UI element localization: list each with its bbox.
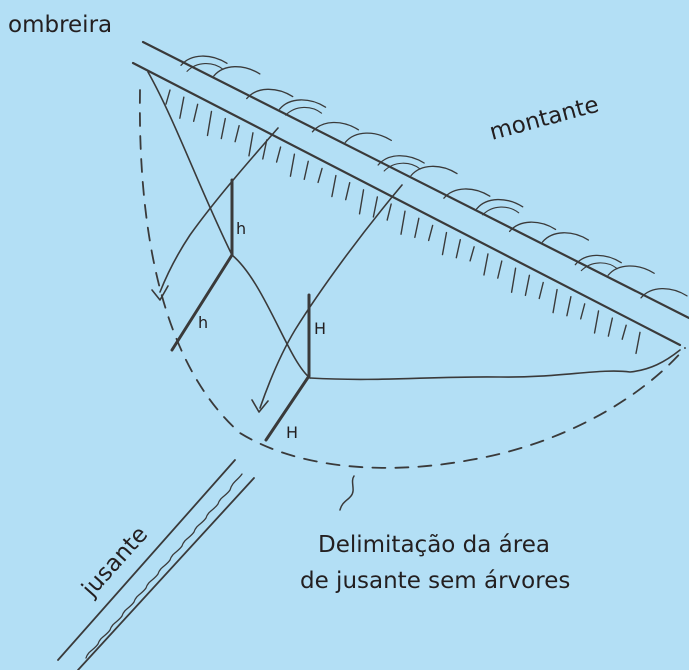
h-diagonal-bar — [170, 253, 234, 352]
wave-mark — [410, 165, 458, 177]
hatch-tick — [220, 117, 226, 140]
hatch-tick — [400, 210, 406, 235]
slope-hatching — [165, 89, 641, 355]
hatch-tick — [469, 246, 475, 262]
channel-water-waves — [85, 473, 243, 659]
hatch-tick — [289, 153, 296, 177]
wave-mark — [344, 132, 392, 144]
H-diagonal-bar — [264, 374, 311, 442]
upstream-wave-marks — [180, 55, 688, 299]
wave-mark — [311, 121, 360, 133]
label-ombreira: ombreira — [8, 12, 112, 38]
wave-mark — [186, 63, 224, 72]
hatch-tick — [386, 203, 392, 221]
wave-mark — [580, 262, 618, 272]
hatch-tick — [524, 274, 531, 297]
h-measurement — [170, 178, 234, 352]
dam-crest-lower-line — [131, 61, 682, 347]
contour-curve-1 — [159, 127, 279, 293]
hatch-tick — [192, 103, 199, 123]
label-H-diagonal: H — [286, 423, 298, 442]
hatch-tick — [593, 310, 600, 334]
hatch-tick — [552, 288, 558, 314]
hatch-tick — [566, 296, 572, 317]
hatch-tick — [248, 132, 254, 157]
H-measurement — [264, 293, 311, 442]
label-h-vertical: h — [236, 219, 246, 238]
hatch-tick — [414, 217, 420, 239]
hatch-tick — [372, 196, 379, 218]
wave-mark — [285, 106, 323, 116]
arrowhead-left — [151, 285, 169, 301]
hatch-tick — [580, 303, 586, 320]
hatch-tick — [538, 281, 544, 300]
hatch-tick — [345, 182, 351, 201]
wave-mark — [476, 198, 524, 210]
arrowhead-right — [251, 399, 269, 413]
wave-mark — [574, 254, 622, 266]
label-montante: montante — [487, 92, 602, 146]
contour-curve-2 — [259, 184, 403, 409]
wave-mark — [541, 232, 590, 243]
hatch-tick — [303, 160, 309, 181]
hatch-tick — [497, 260, 503, 279]
caption-line-1: Delimitação da área — [318, 532, 550, 558]
wave-mark — [482, 206, 520, 216]
dam-crest-upper-line — [141, 40, 689, 320]
hatch-tick — [206, 110, 213, 137]
label-h-diagonal: h — [198, 313, 208, 332]
hatch-tick — [621, 324, 627, 340]
label-H-vertical: H — [314, 319, 326, 338]
hatch-tick — [607, 317, 614, 337]
hatch-tick — [179, 96, 185, 119]
wave-mark — [383, 162, 421, 172]
dam-crest — [131, 40, 689, 347]
hatch-tick — [317, 167, 323, 184]
hatch-tick — [358, 189, 365, 215]
hatch-tick — [510, 267, 517, 293]
reservoir-bottom-edge — [309, 349, 681, 381]
hatch-tick — [441, 231, 448, 256]
hatch-tick — [275, 146, 282, 163]
thalweg-line — [147, 71, 311, 379]
channel-right-bank — [77, 477, 255, 670]
wave-mark — [180, 55, 228, 66]
delimitation-dashed-boundary — [138, 89, 686, 469]
wave-mark — [213, 66, 261, 77]
hatch-tick — [427, 224, 434, 242]
hatch-tick — [635, 331, 641, 355]
hatch-tick — [483, 253, 489, 276]
caption-line-2: de jusante sem árvores — [300, 568, 570, 594]
channel-left-bank — [57, 459, 236, 661]
wave-mark — [508, 221, 557, 233]
hatch-tick — [331, 174, 337, 198]
hatch-tick — [234, 125, 240, 143]
wave-mark — [443, 188, 491, 199]
wave-mark — [278, 99, 327, 110]
wave-mark — [377, 155, 425, 166]
wave-mark — [640, 287, 688, 299]
hatch-tick — [262, 139, 268, 160]
caption-pointer — [339, 475, 355, 511]
hatch-tick — [455, 239, 461, 259]
wave-mark — [246, 88, 294, 100]
downstream-channel — [57, 459, 255, 670]
label-jusante: jusante — [76, 522, 153, 603]
hatch-tick — [165, 89, 171, 105]
wave-mark — [607, 265, 655, 276]
